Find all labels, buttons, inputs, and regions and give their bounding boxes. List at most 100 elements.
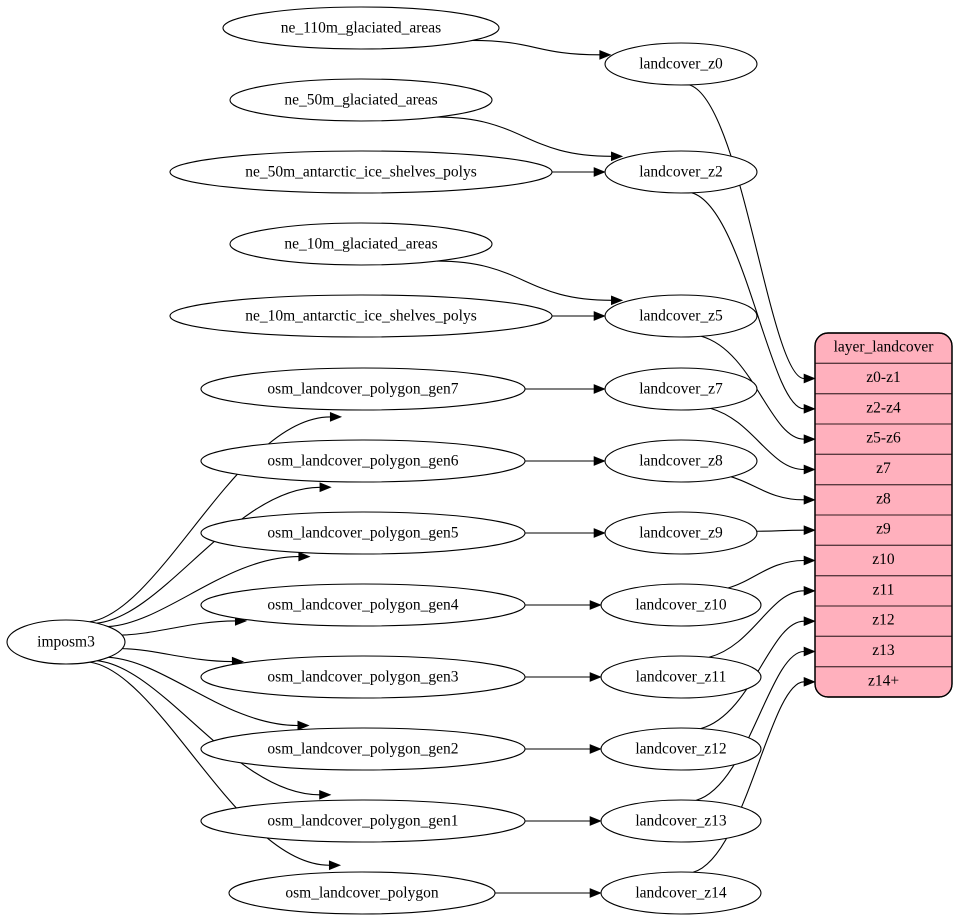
edge-arrowhead	[599, 50, 612, 60]
node-landcover_z5[interactable]: landcover_z5	[604, 294, 758, 338]
node-label-landcover_z8: landcover_z8	[639, 453, 723, 470]
record-row-z14-[interactable]: z14+	[868, 672, 899, 689]
node-landcover_z9[interactable]: landcover_z9	[604, 511, 758, 555]
node-label-imposm3: imposm3	[37, 634, 95, 651]
edge-landcover_z7-to-row-z7	[710, 407, 805, 471]
node-ne_50m_antarctic_ice_shelves_polys[interactable]: ne_50m_antarctic_ice_shelves_polys	[169, 150, 553, 194]
edge-arrowhead	[611, 295, 624, 306]
edge-landcover_z8-to-row-z8	[730, 476, 805, 501]
node-osm_landcover_polygon_gen4[interactable]: osm_landcover_polygon_gen4	[200, 583, 526, 627]
node-landcover_z7[interactable]: landcover_z7	[604, 367, 758, 411]
edge-ne_10m_glaciated_areas-to-landcover-z5	[437, 260, 612, 301]
landcover-view-node-shape	[604, 511, 758, 555]
node-label-osm_landcover_polygon_gen5: osm_landcover_polygon_gen5	[267, 525, 458, 542]
record-row-z5-z6[interactable]: z5-z6	[866, 430, 901, 447]
node-osm_landcover_polygon_gen6[interactable]: osm_landcover_polygon_gen6	[200, 439, 526, 483]
edge-landcover_z11-to-row-z11	[708, 590, 805, 658]
record-row-z10[interactable]: z10	[872, 551, 895, 568]
node-landcover_z13[interactable]: landcover_z13	[600, 799, 762, 843]
edge-landcover_z10-to-row-z10	[727, 559, 805, 589]
node-imposm3[interactable]: imposm3	[6, 619, 126, 665]
landcover-view-node-shape	[600, 799, 762, 843]
record-row-z8[interactable]: z8	[876, 490, 891, 507]
edge-arrowhead	[803, 464, 816, 475]
landcover-view-node-shape	[604, 367, 758, 411]
node-osm_landcover_polygon_gen1[interactable]: osm_landcover_polygon_gen1	[200, 799, 526, 843]
node-landcover_z12[interactable]: landcover_z12	[600, 727, 762, 771]
record-row-z7[interactable]: z7	[876, 460, 891, 477]
landcover-view-node-shape	[600, 727, 762, 771]
record-table-layer: layer_landcover z0-z1 z2-z4 z5-z6 z7 z8 z9 z10 z…	[814, 332, 953, 698]
edge-arrowhead	[803, 403, 816, 414]
record-row-z2-z4[interactable]: z2-z4	[866, 399, 901, 416]
node-label-ne_50m_antarctic_ice_shelves_polys: ne_50m_antarctic_ice_shelves_polys	[245, 164, 477, 181]
osm-table-node-shape	[200, 439, 526, 483]
node-label-landcover_z5: landcover_z5	[639, 308, 723, 325]
edge-arrowhead	[611, 151, 624, 162]
edge-landcover_z13-to-row-z13	[695, 650, 805, 801]
edge-landcover_z5-to-row-z5-z6	[701, 335, 805, 440]
node-osm_landcover_polygon_gen7[interactable]: osm_landcover_polygon_gen7	[200, 367, 526, 411]
node-osm_landcover_polygon_gen5[interactable]: osm_landcover_polygon_gen5	[200, 511, 526, 555]
node-ne_50m_glaciated_areas[interactable]: ne_50m_glaciated_areas	[229, 78, 493, 122]
landcover-view-node-shape	[604, 294, 758, 338]
node-label-osm_landcover_polygon_gen6: osm_landcover_polygon_gen6	[267, 453, 458, 470]
edge-arrowhead	[589, 888, 602, 898]
natural-earth-node-shape	[169, 294, 553, 338]
edge-arrowhead	[329, 412, 343, 422]
edge-arrowhead	[589, 744, 602, 754]
edge-arrowhead	[803, 616, 816, 627]
node-label-landcover_z13: landcover_z13	[635, 813, 726, 830]
node-label-landcover_z12: landcover_z12	[635, 741, 726, 758]
node-osm_landcover_polygon_gen2[interactable]: osm_landcover_polygon_gen2	[200, 727, 526, 771]
node-label-osm_landcover_polygon_gen2: osm_landcover_polygon_gen2	[267, 741, 458, 758]
edge-arrowhead	[803, 373, 816, 384]
node-ne_110m_glaciated_areas[interactable]: ne_110m_glaciated_areas	[222, 6, 500, 50]
record-row-z9[interactable]: z9	[876, 521, 891, 538]
node-landcover_z0[interactable]: landcover_z0	[604, 42, 758, 86]
node-landcover_z11[interactable]: landcover_z11	[600, 655, 762, 699]
record-row-z0-z1[interactable]: z0-z1	[866, 369, 900, 386]
edge-imposm3-to-osm-landcover-polygon-gen7	[89, 416, 331, 623]
node-label-landcover_z10: landcover_z10	[635, 597, 726, 614]
source-node-shape	[6, 619, 126, 665]
node-label-landcover_z11: landcover_z11	[636, 669, 727, 686]
node-label-landcover_z0: landcover_z0	[639, 56, 723, 73]
node-label-landcover_z14: landcover_z14	[635, 885, 726, 902]
edge-arrowhead	[803, 585, 816, 596]
record-row-z13[interactable]: z13	[872, 642, 895, 659]
edge-landcover_z9-to-row-z9	[756, 529, 805, 532]
record-row-z12[interactable]: z12	[872, 612, 894, 629]
node-label-ne_110m_glaciated_areas: ne_110m_glaciated_areas	[281, 20, 441, 37]
node-osm_landcover_polygon[interactable]: osm_landcover_polygon	[228, 871, 496, 915]
node-landcover_z2[interactable]: landcover_z2	[604, 150, 758, 194]
edge-arrowhead	[803, 434, 816, 445]
edge-imposm3-to-osm-landcover-polygon-gen6	[96, 486, 320, 624]
osm-table-node-shape	[228, 871, 496, 915]
node-ne_10m_glaciated_areas[interactable]: ne_10m_glaciated_areas	[229, 222, 493, 266]
node-label-osm_landcover_polygon_gen4: osm_landcover_polygon_gen4	[267, 597, 458, 614]
natural-earth-node-shape	[222, 6, 500, 50]
node-landcover_z8[interactable]: landcover_z8	[604, 439, 758, 483]
node-osm_landcover_polygon_gen3[interactable]: osm_landcover_polygon_gen3	[200, 655, 526, 699]
edge-arrowhead	[803, 646, 816, 657]
edge-arrowhead	[297, 720, 310, 731]
record-header-layer-landcover: layer_landcover	[834, 339, 935, 356]
node-landcover_z14[interactable]: landcover_z14	[600, 871, 762, 915]
landcover-view-node-shape	[604, 150, 758, 194]
edge-arrowhead	[593, 528, 606, 538]
node-ne_10m_antarctic_ice_shelves_polys[interactable]: ne_10m_antarctic_ice_shelves_polys	[169, 294, 553, 338]
edge-landcover_z2-to-row-z2-z4	[691, 192, 805, 410]
edge-imposm3-to-osm-landcover-polygon-gen5	[108, 556, 299, 628]
edge-imposm3-to-osm-landcover-polygon-gen4	[121, 620, 236, 636]
node-label-ne_50m_glaciated_areas: ne_50m_glaciated_areas	[284, 92, 437, 109]
edge-arrowhead	[593, 167, 606, 177]
landcover-view-node-shape	[604, 42, 758, 86]
record-row-z11[interactable]: z11	[873, 581, 895, 598]
node-landcover_z10[interactable]: landcover_z10	[600, 583, 762, 627]
edge-arrowhead	[319, 482, 332, 493]
edge-imposm3-to-osm-landcover-polygon	[89, 661, 330, 866]
node-label-osm_landcover_polygon_gen7: osm_landcover_polygon_gen7	[267, 381, 458, 398]
